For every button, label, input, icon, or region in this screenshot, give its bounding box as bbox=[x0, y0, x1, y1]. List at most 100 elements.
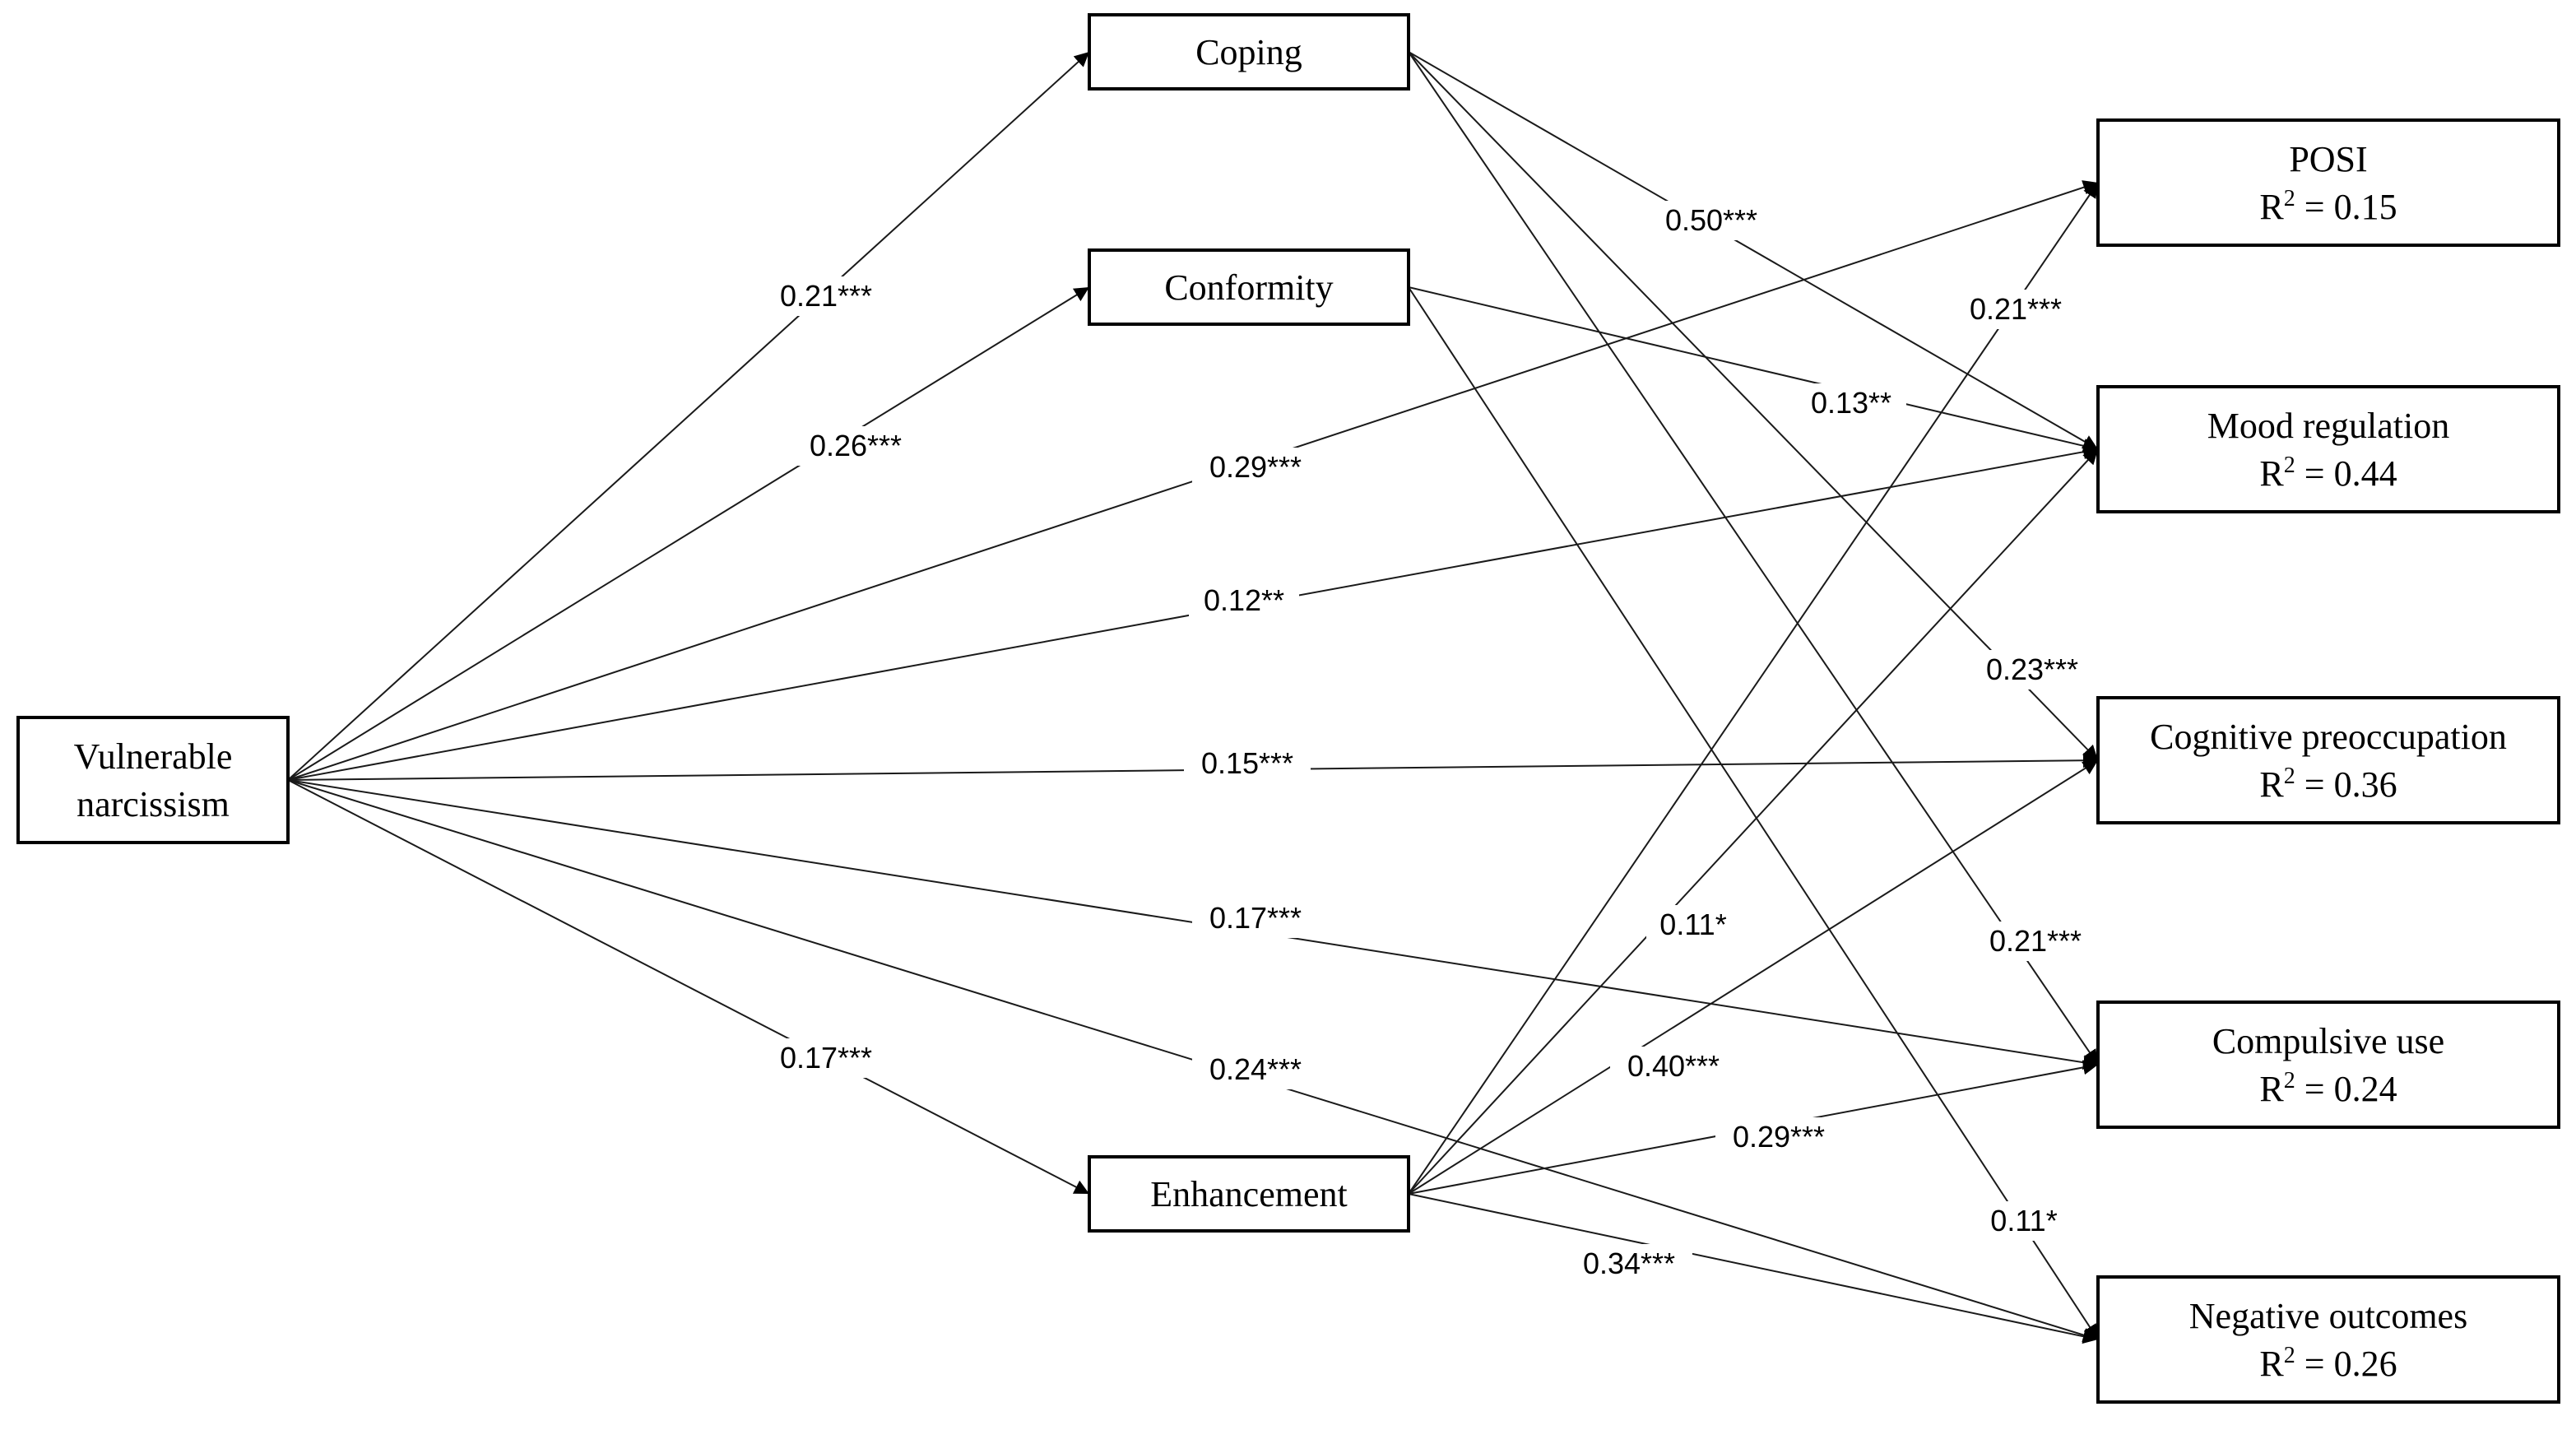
edge-cop-to-mood bbox=[1408, 51, 2099, 450]
r-squared-value: R2 = 0.15 bbox=[2259, 186, 2397, 227]
edge-enh-to-cog bbox=[1408, 759, 2099, 1195]
node-label: Cognitive preoccupation bbox=[2150, 717, 2507, 757]
edge-label-background bbox=[1184, 744, 1311, 783]
edge-coefficient: 0.15*** bbox=[1201, 746, 1293, 780]
node-posi: POSI R2 = 0.15 bbox=[2096, 118, 2560, 247]
edge-label-background bbox=[1192, 1050, 1319, 1089]
edge-label-background bbox=[1610, 1047, 1737, 1086]
edge-label-background bbox=[763, 1038, 889, 1078]
node-label: Compulsive use bbox=[2212, 1021, 2444, 1061]
edge-coefficient: 0.26*** bbox=[810, 429, 902, 462]
edge-enh-to-neg bbox=[1408, 1193, 2099, 1344]
edge-coefficient: 0.29*** bbox=[1733, 1120, 1825, 1154]
node-box bbox=[16, 716, 290, 844]
edge-coefficient: 0.23*** bbox=[1986, 652, 2078, 686]
node-box bbox=[2096, 1275, 2560, 1404]
edge-label-vn-to-neg: 0.24*** bbox=[1192, 1050, 1319, 1089]
node-label: Enhancement bbox=[1150, 1174, 1347, 1214]
edge-conf-to-mood bbox=[1408, 286, 2099, 453]
edge-coefficient: 0.21*** bbox=[1989, 924, 2082, 958]
edge-label-background bbox=[1189, 581, 1299, 620]
node-cop: Coping bbox=[1088, 13, 1410, 91]
edge-label-background bbox=[1977, 1201, 2071, 1241]
edge-coefficient: 0.21*** bbox=[780, 279, 872, 313]
edge-label-vn-to-conf: 0.26*** bbox=[792, 426, 919, 466]
node-label: POSI bbox=[2289, 139, 2367, 179]
r-squared-value: R2 = 0.26 bbox=[2259, 1343, 2397, 1384]
edge-enh-to-mood bbox=[1408, 448, 2099, 1195]
node-box bbox=[2096, 118, 2560, 247]
edge-label-vn-to-mood: 0.12** bbox=[1189, 581, 1299, 620]
edge-coefficient: 0.50*** bbox=[1665, 203, 1757, 237]
edge-label-background bbox=[792, 426, 919, 466]
edge-label-background bbox=[1192, 448, 1319, 487]
edge-label-background bbox=[1796, 383, 1906, 423]
r-squared-value: R2 = 0.44 bbox=[2259, 453, 2397, 494]
node-conf: Conformity bbox=[1088, 248, 1410, 326]
edge-label-background bbox=[1972, 922, 2099, 961]
node-enh: Enhancement bbox=[1088, 1155, 1410, 1233]
edge-coefficient: 0.34*** bbox=[1583, 1247, 1675, 1280]
node-mood: Mood regulation R2 = 0.44 bbox=[2096, 385, 2560, 513]
node-label: Mood regulation bbox=[2207, 406, 2450, 446]
edge-label-enh-to-cog: 0.40*** bbox=[1610, 1047, 1737, 1086]
node-neg: Negative outcomes R2 = 0.26 bbox=[2096, 1275, 2560, 1404]
node-box bbox=[2096, 1001, 2560, 1129]
node-cog: Cognitive preoccupation R2 = 0.36 bbox=[2096, 696, 2560, 824]
edge-conf-to-neg bbox=[1408, 286, 2099, 1340]
edge-coefficient: 0.17*** bbox=[780, 1041, 872, 1075]
edge-coefficient: 0.24*** bbox=[1209, 1052, 1302, 1086]
edge-coefficient: 0.11* bbox=[1990, 1204, 2057, 1237]
edge-coefficient: 0.21*** bbox=[1970, 292, 2062, 326]
edge-coefficient: 0.29*** bbox=[1209, 450, 1302, 484]
edge-label-background bbox=[763, 276, 889, 316]
edge-label-background bbox=[1969, 650, 2096, 689]
edge-coefficient: 0.17*** bbox=[1209, 901, 1302, 935]
node-label: Conformity bbox=[1164, 267, 1333, 308]
edge-label-conf-to-neg: 0.11* bbox=[1977, 1201, 2071, 1241]
node-label: Negative outcomes bbox=[2189, 1296, 2467, 1336]
edge-label-cop-to-cog: 0.23*** bbox=[1969, 650, 2096, 689]
r-squared-value: R2 = 0.36 bbox=[2259, 764, 2397, 805]
r-squared-value: R2 = 0.24 bbox=[2259, 1068, 2397, 1109]
edge-label-enh-to-comp: 0.29*** bbox=[1715, 1117, 1842, 1157]
edge-label-conf-to-mood: 0.13** bbox=[1796, 383, 1906, 423]
edge-coefficient: 0.40*** bbox=[1627, 1049, 1720, 1083]
labels-layer: 0.21*** 0.26*** 0.29*** 0.12** 0.15*** 0.17**… bbox=[763, 201, 2099, 1284]
edge-label-vn-to-posi: 0.29*** bbox=[1192, 448, 1319, 487]
edge-label-vn-to-cop: 0.21*** bbox=[763, 276, 889, 316]
node-box bbox=[2096, 696, 2560, 824]
edge-label-enh-to-posi: 0.21*** bbox=[1952, 290, 2079, 329]
edge-label-background bbox=[1192, 898, 1319, 938]
edge-label-enh-to-mood: 0.11* bbox=[1646, 905, 1740, 945]
edge-label-vn-to-comp: 0.17*** bbox=[1192, 898, 1319, 938]
edge-label-background bbox=[1648, 201, 1775, 240]
edge-label-background bbox=[1646, 905, 1740, 945]
node-box bbox=[1088, 1155, 1410, 1233]
edge-label-cop-to-mood: 0.50*** bbox=[1648, 201, 1775, 240]
node-box bbox=[1088, 248, 1410, 326]
edge-label-enh-to-neg: 0.34*** bbox=[1566, 1244, 1692, 1284]
edge-vn-to-enh bbox=[287, 779, 1090, 1195]
edge-coefficient: 0.11* bbox=[1659, 908, 1726, 941]
node-label: Vulnerable bbox=[74, 736, 233, 777]
edge-coefficient: 0.13** bbox=[1811, 386, 1891, 420]
edge-label-background bbox=[1952, 290, 2079, 329]
edge-cop-to-comp bbox=[1408, 51, 2099, 1066]
node-label: Coping bbox=[1195, 32, 1302, 72]
edge-label-vn-to-enh: 0.17*** bbox=[763, 1038, 889, 1078]
edge-label-background bbox=[1715, 1117, 1842, 1157]
edge-coefficient: 0.12** bbox=[1204, 583, 1284, 617]
node-comp: Compulsive use R2 = 0.24 bbox=[2096, 1001, 2560, 1129]
edge-label-cop-to-comp: 0.21*** bbox=[1972, 922, 2099, 961]
edge-cop-to-cog bbox=[1408, 51, 2099, 761]
edge-vn-to-conf bbox=[287, 286, 1090, 781]
edge-enh-to-posi bbox=[1408, 182, 2099, 1195]
edge-label-vn-to-cog: 0.15*** bbox=[1184, 744, 1311, 783]
node-box bbox=[1088, 13, 1410, 91]
edge-vn-to-cop bbox=[287, 51, 1090, 781]
edge-label-background bbox=[1566, 1244, 1692, 1284]
